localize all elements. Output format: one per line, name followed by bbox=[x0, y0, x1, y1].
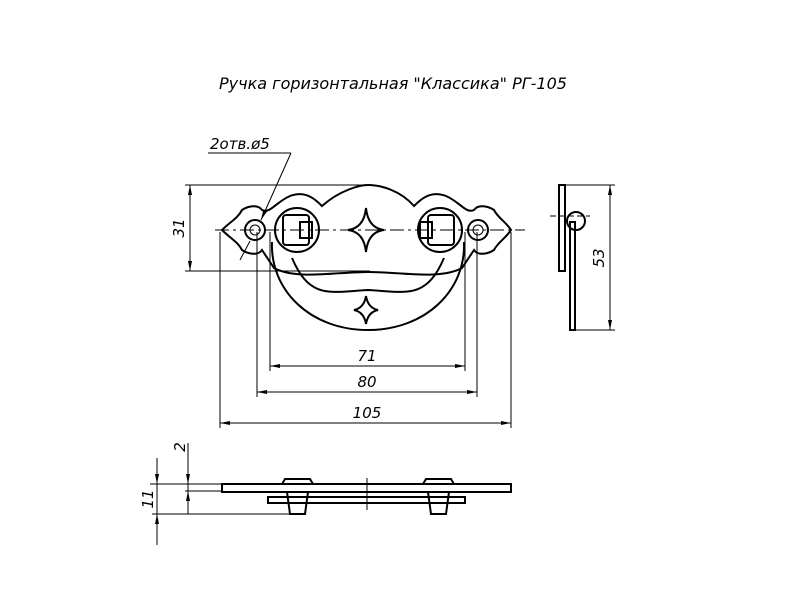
svg-text:31: 31 bbox=[170, 218, 188, 237]
drawing-title: Ручка горизонтальная "Классика" РГ-105 bbox=[219, 74, 567, 93]
diamond-ornament-top bbox=[347, 207, 385, 253]
svg-text:105: 105 bbox=[353, 404, 382, 422]
dimension-80: 80 bbox=[257, 373, 477, 394]
svg-text:80: 80 bbox=[357, 373, 376, 391]
bottom-view: 11 2 bbox=[139, 442, 512, 545]
svg-text:71: 71 bbox=[357, 347, 376, 365]
dimension-31: 31 bbox=[170, 185, 192, 271]
dimension-71: 71 bbox=[270, 347, 465, 368]
mounting-hole-left bbox=[244, 219, 266, 241]
post-right bbox=[417, 207, 463, 253]
mounting-hole-right bbox=[467, 219, 489, 241]
dimension-53: 53 bbox=[590, 248, 608, 267]
dimension-2: 2 bbox=[171, 442, 189, 452]
extension-lines bbox=[185, 184, 512, 428]
post-left bbox=[274, 207, 320, 253]
holes-label: 2отв.ø5 bbox=[210, 135, 270, 153]
side-view: 53 bbox=[550, 184, 615, 331]
dimension-105: 105 bbox=[220, 404, 511, 425]
holes-callout: 2отв.ø5 bbox=[208, 135, 292, 261]
front-view bbox=[215, 183, 525, 332]
dimension-11: 11 bbox=[139, 489, 157, 508]
handle-ring bbox=[270, 241, 466, 332]
backplate-outline bbox=[220, 183, 513, 276]
diamond-ornament-bottom bbox=[353, 295, 379, 325]
